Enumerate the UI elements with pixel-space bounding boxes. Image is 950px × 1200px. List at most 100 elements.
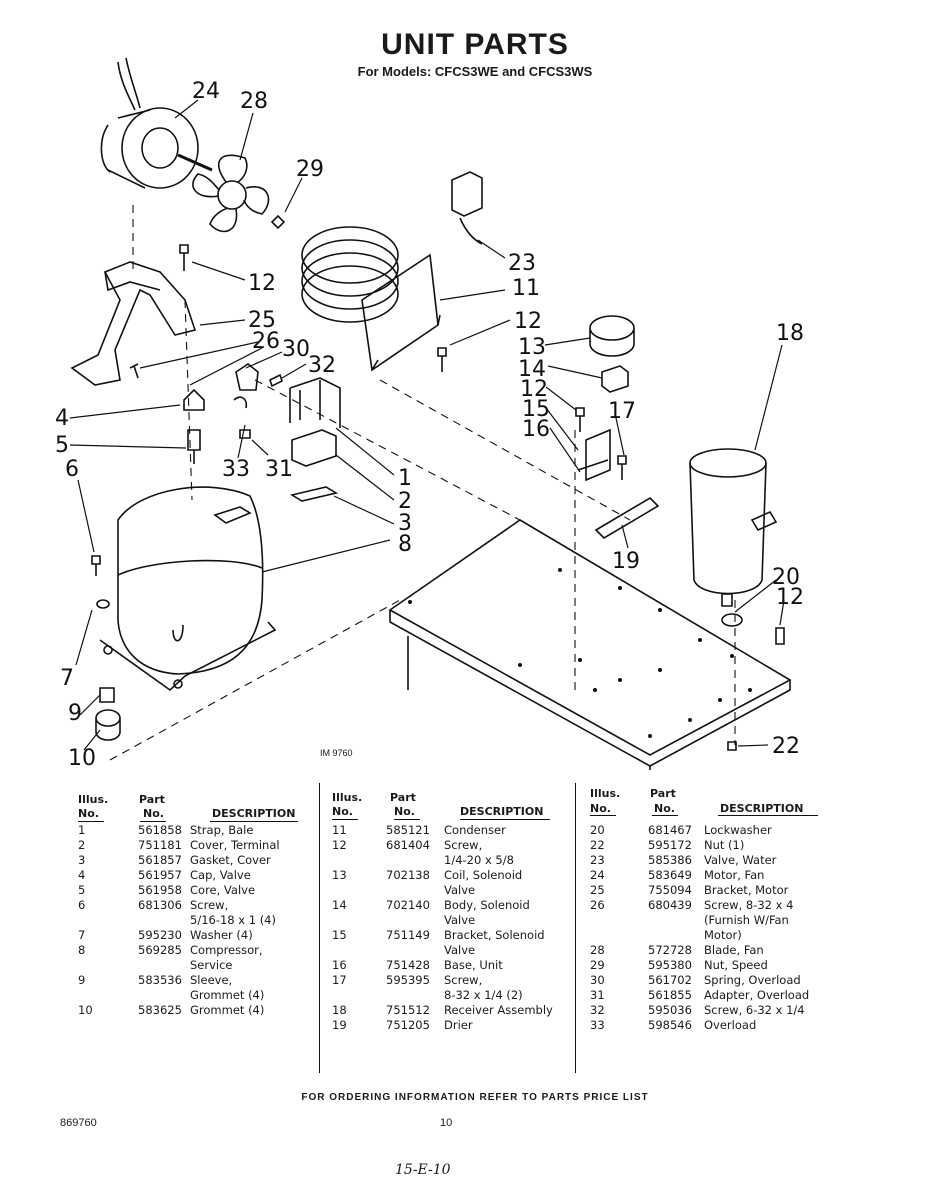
part-number: 561957 xyxy=(138,868,182,882)
callout-label: 5 xyxy=(55,433,69,458)
illus-number: 23 xyxy=(590,853,605,867)
table-header: Illus. No. Part No. DESCRIPTION xyxy=(590,787,830,823)
callout-label: 29 xyxy=(296,157,324,182)
header-illus-no: No. xyxy=(332,805,353,818)
illus-number: 28 xyxy=(590,943,605,957)
part-description: Washer (4) xyxy=(190,928,253,943)
callout-label: 14 xyxy=(518,357,546,382)
part-number: 751428 xyxy=(386,958,430,972)
part-number: 583536 xyxy=(138,973,182,987)
part-description: Adapter, Overload xyxy=(704,988,809,1003)
description-line: 5/16-18 x 1 (4) xyxy=(190,913,276,927)
header-illus: Illus. xyxy=(590,787,621,800)
description-line: Screw, xyxy=(444,838,483,852)
illus-number: 1 xyxy=(78,823,86,837)
description-line: Screw, xyxy=(190,898,229,912)
header-part: Part xyxy=(390,791,416,804)
part-number: 595036 xyxy=(648,1003,692,1017)
figure-code: IM 9760 xyxy=(320,748,353,758)
callout-label: 7 xyxy=(60,666,74,691)
description-line: Motor) xyxy=(704,928,742,942)
illus-number: 32 xyxy=(590,1003,605,1017)
part-description: Grommet (4) xyxy=(190,1003,264,1018)
description-line: Strap, Bale xyxy=(190,823,254,837)
part-number: 585386 xyxy=(648,853,692,867)
part-number: 561702 xyxy=(648,973,692,987)
header-part-no: No. xyxy=(654,802,675,815)
part-description: Receiver Assembly xyxy=(444,1003,553,1018)
part-description: Screw, 6-32 x 1/4 xyxy=(704,1003,805,1018)
part-number: 572728 xyxy=(648,943,692,957)
description-line: Gasket, Cover xyxy=(190,853,271,867)
illus-number: 33 xyxy=(590,1018,605,1032)
callout-label: 12 xyxy=(520,377,548,402)
callout-label: 1 xyxy=(398,466,412,491)
illus-number: 30 xyxy=(590,973,605,987)
header-description: DESCRIPTION xyxy=(720,802,804,815)
description-line: Screw, 8-32 x 4 xyxy=(704,898,794,912)
description-line: Nut (1) xyxy=(704,838,745,852)
part-description: Motor, Fan xyxy=(704,868,764,883)
description-line: Adapter, Overload xyxy=(704,988,810,1002)
description-line: Lockwasher xyxy=(704,823,772,837)
illus-number: 29 xyxy=(590,958,605,972)
callout-label: 28 xyxy=(240,89,268,114)
callout-label: 25 xyxy=(248,308,276,333)
illus-number: 25 xyxy=(590,883,605,897)
part-number: 598546 xyxy=(648,1018,692,1032)
part-description: Nut (1) xyxy=(704,838,744,853)
part-description: Condenser xyxy=(444,823,506,838)
description-line: Valve xyxy=(444,943,476,957)
description-line: Coil, Solenoid xyxy=(444,868,523,882)
illus-number: 22 xyxy=(590,838,605,852)
callout-label: 19 xyxy=(612,549,640,574)
part-number: 595395 xyxy=(386,973,430,987)
description-line: Receiver Assembly xyxy=(444,1003,553,1017)
table-row: 32 595036 Screw, 6-32 x 1/4 xyxy=(590,1003,830,1018)
part-number: 583649 xyxy=(648,868,692,882)
illus-number: 5 xyxy=(78,883,86,897)
part-number: 595172 xyxy=(648,838,692,852)
description-line: Nut, Speed xyxy=(704,958,768,972)
part-number: 585121 xyxy=(386,823,430,837)
header-illus: Illus. xyxy=(78,793,109,806)
illus-number: 14 xyxy=(332,898,347,912)
callout-label: 24 xyxy=(192,79,220,104)
part-number: 681306 xyxy=(138,898,182,912)
illus-number: 18 xyxy=(332,1003,347,1017)
header-illus-no: No. xyxy=(590,802,611,815)
description-line: Core, Valve xyxy=(190,883,256,897)
header-part: Part xyxy=(650,787,676,800)
part-description: Compressor,Service xyxy=(190,943,263,973)
callout-label: 9 xyxy=(68,701,82,726)
description-line: Drier xyxy=(444,1018,473,1032)
description-line: Bracket, Solenoid xyxy=(444,928,545,942)
callout-label: 30 xyxy=(282,337,310,362)
page-title: UNIT PARTS xyxy=(381,28,569,61)
part-description: Screw,1/4-20 x 5/8 xyxy=(444,838,514,868)
callout-label: 32 xyxy=(308,353,336,378)
callout-label: 12 xyxy=(514,309,542,334)
part-number: 680439 xyxy=(648,898,692,912)
description-line: Sleeve, xyxy=(190,973,233,987)
part-number: 755094 xyxy=(648,883,692,897)
callout-label: 2 xyxy=(398,489,412,514)
part-description: Bracket, Motor xyxy=(704,883,788,898)
description-line: Valve xyxy=(444,913,476,927)
callout-label: 8 xyxy=(398,532,412,557)
